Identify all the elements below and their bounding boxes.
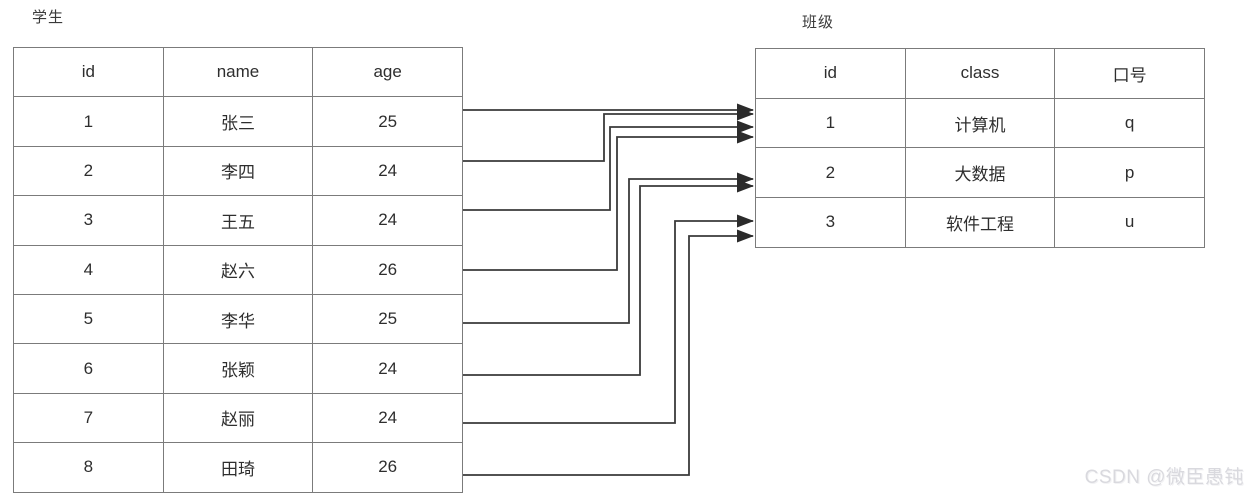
- watermark: CSDN @微臣愚钝: [1084, 467, 1244, 488]
- table-cell: p: [1054, 147, 1205, 199]
- table-row: 4 赵六 26: [13, 244, 463, 295]
- table-cell: 1: [13, 96, 164, 147]
- table-cell: 张颖: [162, 343, 314, 394]
- table-cell: 24: [312, 392, 463, 444]
- table-row: 3 王五 24: [13, 195, 463, 246]
- table-cell: 24: [312, 343, 463, 394]
- relation-arrow-s5-c2: [463, 172, 754, 324]
- table-cell: 2: [13, 145, 164, 197]
- table-cell: 25: [312, 96, 463, 147]
- table-cell: 赵丽: [162, 392, 314, 444]
- student-header-row: id name age: [13, 46, 463, 98]
- table-row: 3 软件工程 u: [755, 197, 1205, 248]
- table-row: 1 计算机 q: [755, 97, 1205, 149]
- table-cell: u: [1054, 197, 1205, 248]
- table-cell: 8: [13, 442, 164, 493]
- table-cell: 王五: [162, 195, 314, 246]
- table-row: 8 田琦 26: [13, 442, 463, 493]
- table-cell: 软件工程: [904, 197, 1056, 248]
- table-cell: 5: [13, 293, 164, 345]
- class-table: id class 口号 1 计算机 q 2 大数据 p 3 软件工程 u: [755, 48, 1205, 248]
- relation-arrow-s3-c1: [463, 120, 754, 211]
- table-cell: 计算机: [904, 97, 1056, 149]
- relation-arrow-s8-c3: [463, 229, 754, 476]
- table-cell: 3: [755, 197, 906, 248]
- relation-arrow-s6-c2: [463, 179, 754, 376]
- table-cell: 24: [312, 145, 463, 197]
- table-cell: 7: [13, 392, 164, 444]
- column-header-id: id: [13, 46, 164, 98]
- table-cell: 李华: [162, 293, 314, 345]
- table-cell: 25: [312, 293, 463, 345]
- table-row: 2 李四 24: [13, 145, 463, 197]
- table-cell: 4: [13, 244, 164, 295]
- relation-arrow-s4-c1: [463, 130, 754, 271]
- relation-arrow-s2-c1: [463, 107, 754, 162]
- column-header-slogan: 口号: [1054, 48, 1205, 99]
- table-row: 2 大数据 p: [755, 147, 1205, 199]
- table-cell: 2: [755, 147, 906, 199]
- table-cell: 李四: [162, 145, 314, 197]
- column-header-id: id: [755, 48, 906, 99]
- table-cell: 3: [13, 195, 164, 246]
- column-header-age: age: [312, 46, 463, 98]
- table-cell: 6: [13, 343, 164, 394]
- table-row: 1 张三 25: [13, 96, 463, 147]
- table-cell: 赵六: [162, 244, 314, 295]
- table-cell: q: [1054, 97, 1205, 149]
- column-header-class: class: [904, 48, 1056, 99]
- class-table-title: 班级: [802, 14, 835, 31]
- table-cell: 1: [755, 97, 906, 149]
- table-cell: 26: [312, 442, 463, 493]
- table-cell: 24: [312, 195, 463, 246]
- table-cell: 田琦: [162, 442, 314, 493]
- table-row: 7 赵丽 24: [13, 392, 463, 444]
- table-cell: 张三: [162, 96, 314, 147]
- student-table-title: 学生: [32, 9, 65, 26]
- table-row: 5 李华 25: [13, 293, 463, 345]
- table-cell: 26: [312, 244, 463, 295]
- student-table: id name age 1 张三 25 2 李四 24 3 王五 24 4 赵六: [13, 46, 463, 493]
- relation-arrow-s7-c3: [463, 214, 754, 424]
- class-header-row: id class 口号: [755, 48, 1205, 99]
- table-row: 6 张颖 24: [13, 343, 463, 394]
- table-cell: 大数据: [904, 147, 1056, 199]
- column-header-name: name: [162, 46, 314, 98]
